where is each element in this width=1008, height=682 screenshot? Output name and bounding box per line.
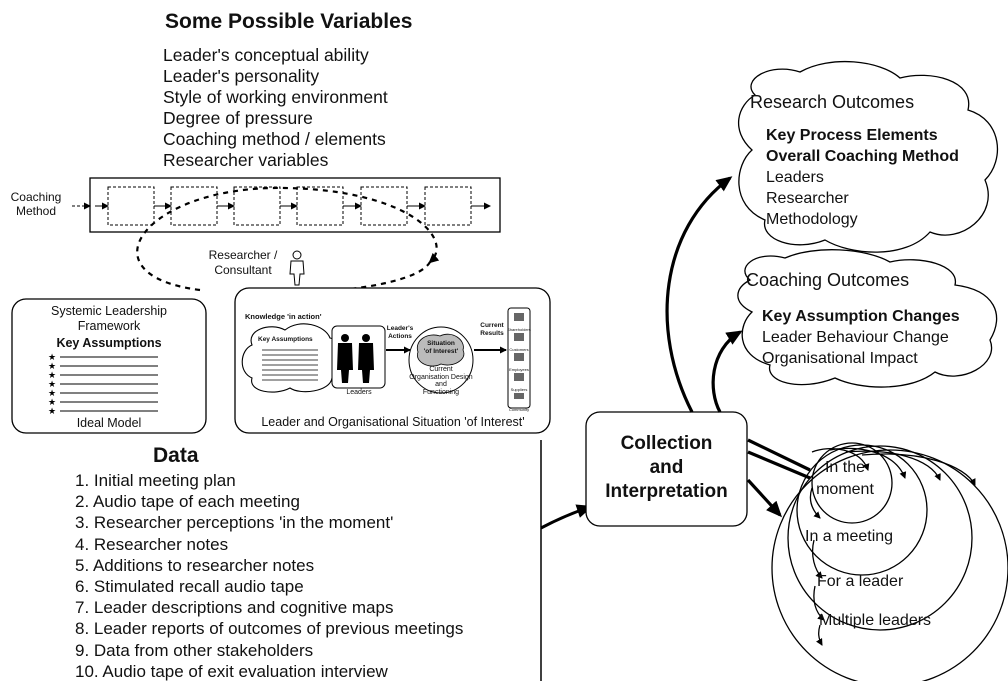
assumption-stars: ★★★ ★★★ ★ (48, 353, 56, 417)
cycle-circles (771, 442, 1008, 681)
leaders-icon (337, 334, 374, 383)
coaching-outcomes-list: Key Assumption Changes Leader Behaviour … (762, 306, 960, 369)
situation-box (234, 287, 551, 434)
leaders-actions-label: Leader's Actions (386, 325, 414, 340)
research-outcomes-list: Key Process Elements Overall Coaching Me… (766, 125, 959, 230)
coaching-outcome-item: Organisational Impact (762, 350, 918, 367)
data-item: 6. Stimulated recall audio tape (75, 577, 304, 597)
collection-to-cycle-line-b (747, 450, 811, 480)
data-item: 8. Leader reports of outcomes of previou… (75, 619, 464, 639)
current-results-label: Current Results (480, 322, 504, 337)
leaders-label: Leaders (346, 389, 372, 396)
research-outcome-item: Key Process Elements (766, 127, 938, 144)
variable-item: Researcher variables (163, 150, 329, 170)
variable-item: Style of working environment (163, 87, 388, 107)
assumptions-cloud (241, 323, 343, 393)
collection-to-cycle-line-a (747, 438, 811, 472)
coaching-outcomes-cloud (737, 249, 998, 388)
data-list: 1. Initial meeting plan 2. Audio tape of… (75, 470, 463, 682)
person-icon (289, 250, 305, 286)
cycle-label-moment: In the moment (816, 459, 874, 498)
svg-text:★: ★ (48, 371, 56, 381)
assumption-bullets (60, 356, 158, 412)
stakeholder-label: Shareholders (507, 327, 531, 332)
researcher-loop (136, 186, 440, 298)
data-item: 10. Audio tape of exit evaluation interv… (75, 661, 388, 681)
coaching-method-strip (72, 177, 501, 233)
research-outcome-item: Leaders (766, 169, 824, 186)
key-assumptions-mini-label: Key Assumptions (258, 336, 313, 343)
stakeholder-labels: Shareholders Customers Employees Supplie… (506, 320, 532, 420)
svg-text:★: ★ (48, 362, 56, 372)
data-item: 9. Data from other stakeholders (75, 640, 314, 660)
data-item: 2. Audio tape of each meeting (75, 492, 300, 512)
mini-assumption-lines (262, 349, 318, 381)
situation-cloud (416, 333, 465, 367)
org-design-label: Current Organisation Design and Function… (409, 366, 473, 396)
situation-caption: Leader and Organisational Situation 'of … (261, 415, 525, 429)
research-outcome-item: Overall Coaching Method (766, 148, 959, 165)
cycle-arrows (809, 447, 976, 646)
variable-item: Leader's personality (163, 66, 320, 86)
cycle-label-multiple: Multiple leaders (819, 612, 932, 629)
stakeholder-label: Employees (509, 367, 529, 372)
stakeholder-label: Customers (509, 347, 529, 352)
svg-text:★: ★ (48, 407, 56, 417)
cycle-label-meeting: In a meeting (805, 528, 894, 545)
svg-text:★: ★ (48, 353, 56, 363)
svg-text:★: ★ (48, 389, 56, 399)
data-item: 4. Researcher notes (75, 534, 229, 554)
collection-to-cycle-arrow (746, 478, 783, 518)
framework-footer: Ideal Model (76, 416, 142, 430)
collection-box (585, 411, 748, 527)
data-item: 5. Additions to researcher notes (75, 555, 315, 575)
variable-item: Coaching method / elements (163, 129, 386, 149)
data-to-collection-arrow (540, 504, 593, 530)
research-outcomes-cloud (737, 60, 998, 253)
data-item: 7. Leader descriptions and cognitive map… (75, 598, 394, 618)
framework-heading: Key Assumptions (56, 336, 162, 350)
coaching-outcome-item: Key Assumption Changes (762, 308, 960, 325)
data-item: 1. Initial meeting plan (75, 471, 236, 490)
variables-list: Leader's conceptual ability Leader's per… (163, 45, 388, 171)
research-outcomes-title: Research Outcomes (750, 92, 915, 112)
researcher-label: Researcher / Consultant (208, 248, 278, 277)
variable-item: Degree of pressure (163, 108, 313, 128)
research-outcome-item: Methodology (766, 211, 858, 228)
coaching-method-label: Coaching Method (10, 190, 62, 218)
variable-item: Leader's conceptual ability (163, 45, 369, 65)
data-title: Data (153, 444, 199, 467)
knowledge-label: Knowledge 'in action' (245, 312, 322, 321)
to-research-arrow (665, 176, 733, 413)
stakeholder-icons (514, 313, 524, 399)
coaching-outcomes-title: Coaching Outcomes (746, 270, 910, 290)
coaching-outcome-item: Leader Behaviour Change (762, 329, 949, 346)
variables-title: Some Possible Variables (165, 10, 413, 33)
svg-text:★: ★ (48, 398, 56, 408)
data-item: 3. Researcher perceptions 'in the moment… (75, 513, 394, 533)
collection-label: Collection and Interpretation (605, 433, 728, 502)
stakeholder-label: Community (508, 407, 530, 412)
svg-text:★: ★ (48, 380, 56, 390)
cycle-label-leader: For a leader (817, 573, 904, 590)
research-outcome-item: Researcher (766, 190, 849, 207)
situation-label: Situation 'of Interest' (423, 340, 459, 355)
stakeholder-label: Suppliers (510, 387, 528, 392)
to-coaching-arrow (711, 330, 743, 413)
framework-title: Systemic Leadership Framework (50, 304, 168, 333)
